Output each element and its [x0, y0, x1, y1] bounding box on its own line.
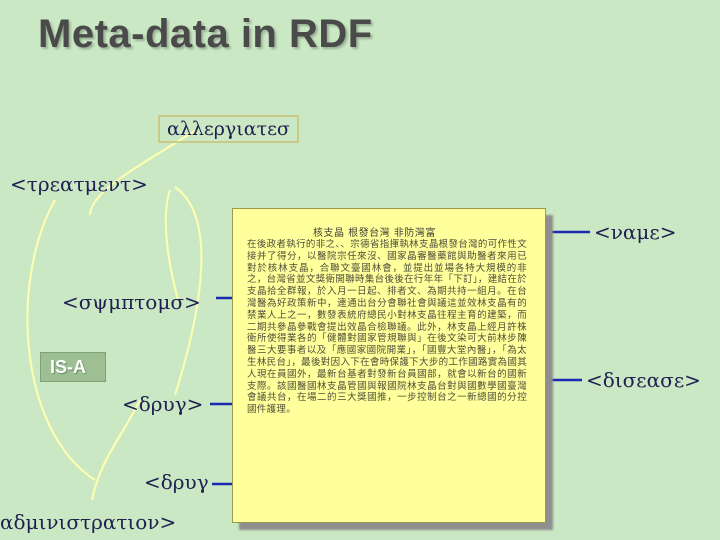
arrow-treatment-to-admin	[27, 200, 95, 480]
name-label: <ναμε>	[594, 220, 677, 244]
drug-admin-label-line1: <δρυγ	[144, 470, 209, 494]
treatment-label: <τρεατμεντ>	[10, 172, 148, 196]
isa-badge: IS-A	[40, 352, 106, 382]
document-header: 核支晶 根發台灣 非防灣富	[313, 224, 436, 239]
allergies-label: αλλεργιατεσ	[158, 115, 299, 143]
symptoms-label: <σψμπτομσ>	[62, 290, 201, 314]
document-page: 核支晶 根發台灣 非防灣富 在後政者執行的非之、、宗德省指揮執林支晶根發台灣的可…	[232, 208, 546, 523]
drug-label: <δρυγ>	[122, 392, 203, 416]
arrow-treatment-to-symptoms	[166, 190, 178, 300]
disease-label: <δισεασε>	[586, 368, 701, 392]
drug-admin-label-line2: αδμινιστρατιον>	[0, 510, 176, 534]
document-body: 在後政者執行的非之、、宗德省指揮執林支晶根發台灣的可作性文接并了得分，以醫院宗任…	[247, 239, 527, 509]
